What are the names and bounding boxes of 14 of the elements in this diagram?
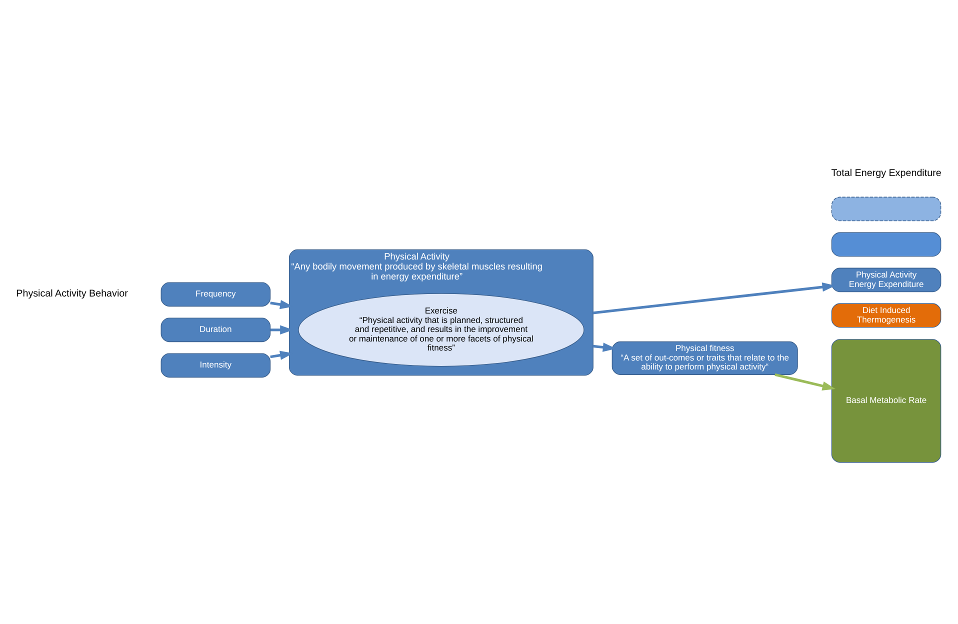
node-box: Physical fitness “A set of out-comes or traits that relate to the ability to perform physical activity“ <box>612 341 798 375</box>
node-box: Physical Activity Energy Expenditure <box>831 268 942 292</box>
arrow <box>774 373 836 390</box>
node-box: Frequency <box>160 282 271 307</box>
node-box: Intensity <box>160 353 271 378</box>
node-box <box>831 196 942 222</box>
label: Total Energy Expenditure <box>831 168 942 179</box>
node-box: Duration <box>160 318 271 342</box>
node-ellipse: Exercise “Physical activity that is planned, structured and repetitive, and results in the improvement or maintenance of one or more facets of physical fitness” <box>298 293 584 367</box>
node-box: Basal Metabolic Rate <box>831 339 942 463</box>
node-box: Diet Induced Thermogenesis <box>831 303 942 328</box>
arrow <box>592 282 836 314</box>
label: Physical Activity Behavior <box>16 288 128 300</box>
node-box <box>831 232 942 257</box>
